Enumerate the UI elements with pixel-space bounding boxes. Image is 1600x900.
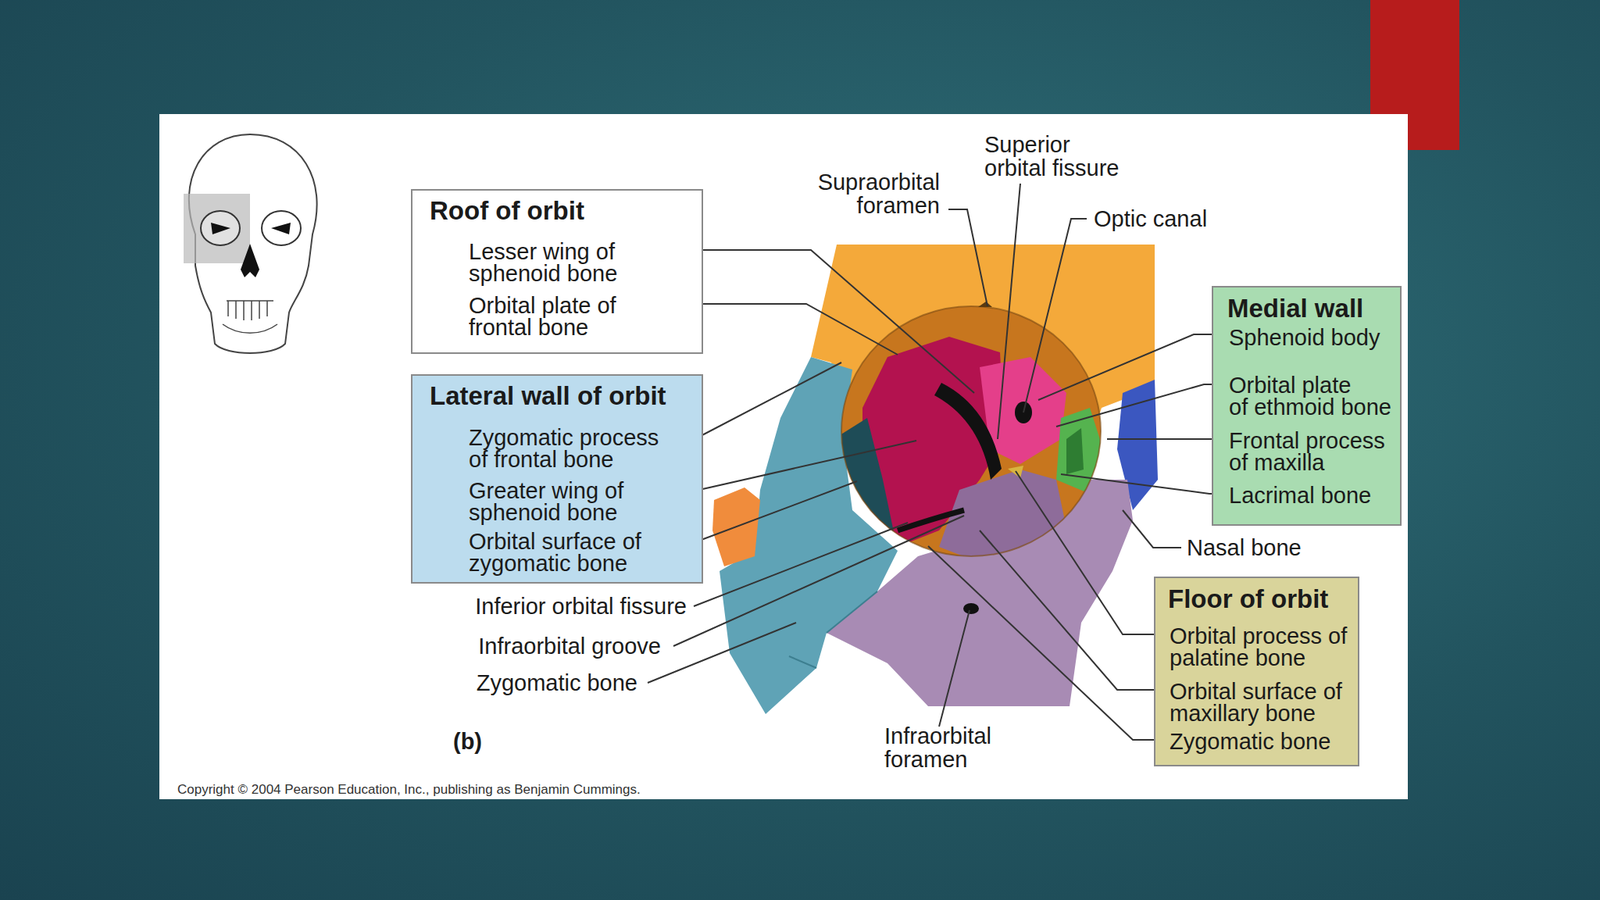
box-heading: Lateral wall of orbit	[429, 382, 696, 411]
infraorbital-foramen	[963, 603, 979, 615]
orbit-rim	[841, 306, 1101, 557]
bone-name: Orbital plate of frontal bone	[468, 294, 665, 339]
orbit-floor	[939, 469, 1071, 563]
orbit-illustration	[712, 244, 1158, 715]
structure-label: Supraorbital foramen	[767, 170, 940, 218]
supraorbital-notch	[978, 301, 993, 308]
leader-line	[699, 440, 917, 490]
structure-label: Infraorbital groove	[410, 634, 661, 658]
floor-box: Floor of orbitOrbital process of palatin…	[1153, 576, 1360, 767]
skull-thumbnail	[183, 134, 318, 354]
leader-line	[939, 610, 970, 727]
leader-line	[699, 481, 858, 541]
skull-arrow	[210, 222, 291, 235]
lacrimal-bone	[1066, 428, 1084, 475]
bone-name: Greater wing of sphenoid bone	[468, 479, 672, 524]
leader-line	[1107, 438, 1225, 440]
box-heading: Medial wall	[1227, 294, 1396, 323]
leader-line	[693, 522, 908, 607]
bone-name: Frontal process of maxilla	[1228, 429, 1397, 474]
leader-line	[673, 515, 965, 647]
bone-name: Orbital process of palatine bone	[1169, 625, 1358, 669]
box-heading: Roof of orbit	[429, 196, 688, 225]
wrap-spacer	[1365, 374, 1397, 397]
bone-name: Zygomatic bone	[1169, 730, 1358, 753]
box-heading: Floor of orbit	[1167, 585, 1352, 614]
structure-label: Zygomatic bone	[387, 671, 638, 695]
panel-letter: (b)	[453, 729, 516, 754]
copyright-note: Copyright © 2004 Pearson Education, Inc.…	[177, 782, 881, 798]
bone-name: Sphenoid body	[1228, 326, 1397, 349]
leader-lines	[625, 183, 1225, 740]
leader-line	[1056, 384, 1225, 427]
suture	[789, 591, 878, 668]
structure-label: Nasal bone	[1186, 535, 1359, 560]
leader-line	[647, 622, 797, 683]
leader-line	[699, 362, 842, 437]
bone-name: Orbital plate of ethmoid bone	[1228, 374, 1397, 418]
leader-line	[997, 183, 1021, 440]
structure-label: Inferior orbital fissure	[436, 594, 687, 618]
bone-name: Zygomatic process of frontal bone	[468, 426, 672, 471]
leader-line	[948, 209, 988, 307]
lateral-wall-box: Lateral wall of orbitZygomatic process o…	[410, 374, 704, 584]
structure-label: Superior orbital fissure	[984, 132, 1129, 180]
structure-label: Infraorbital foramen	[884, 724, 1025, 772]
nasal-cavity	[240, 243, 260, 278]
lateral-wall-shadow	[835, 417, 898, 557]
figure-panel	[159, 114, 1408, 800]
bone-name: Orbital surface of zygomatic bone	[468, 530, 672, 575]
roof-box: Roof of orbitLesser wing of sphenoid bon…	[410, 189, 704, 354]
leader-line	[1015, 471, 1166, 635]
bone-name: Lacrimal bone	[1228, 484, 1397, 507]
leader-line	[1038, 334, 1225, 400]
bone-name: Orbital surface of maxillary bone	[1169, 680, 1358, 725]
structure-label: Optic canal	[1093, 207, 1266, 231]
leader-line	[928, 546, 1166, 740]
superior-orbital-fissure	[934, 382, 1002, 480]
leader-line	[1122, 510, 1182, 548]
leader-line	[979, 530, 1166, 690]
skull-teeth	[222, 300, 278, 333]
leader-line	[1060, 474, 1225, 494]
bone-name: Lesser wing of sphenoid bone	[468, 240, 665, 285]
medial-wall-box: Medial wallSphenoid bodyOrbital plate of…	[1211, 285, 1402, 526]
